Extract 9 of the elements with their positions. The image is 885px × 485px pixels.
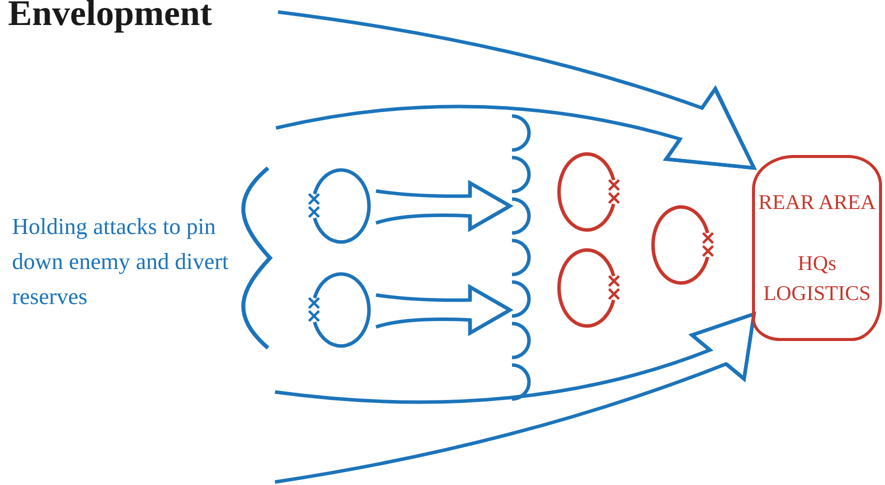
broad-arrow <box>374 285 512 335</box>
area-outline <box>752 155 882 341</box>
area-label: REAR AREA <box>757 189 877 216</box>
broad-arrow <box>273 312 756 484</box>
broad-arrow <box>374 181 512 231</box>
area-label: HQs LOGISTICS <box>762 250 872 308</box>
broad-arrow <box>274 10 756 170</box>
title: Envelopment <box>8 0 212 34</box>
annotation-text: Holding attacks to pin down enemy and divert reserves <box>12 213 230 311</box>
